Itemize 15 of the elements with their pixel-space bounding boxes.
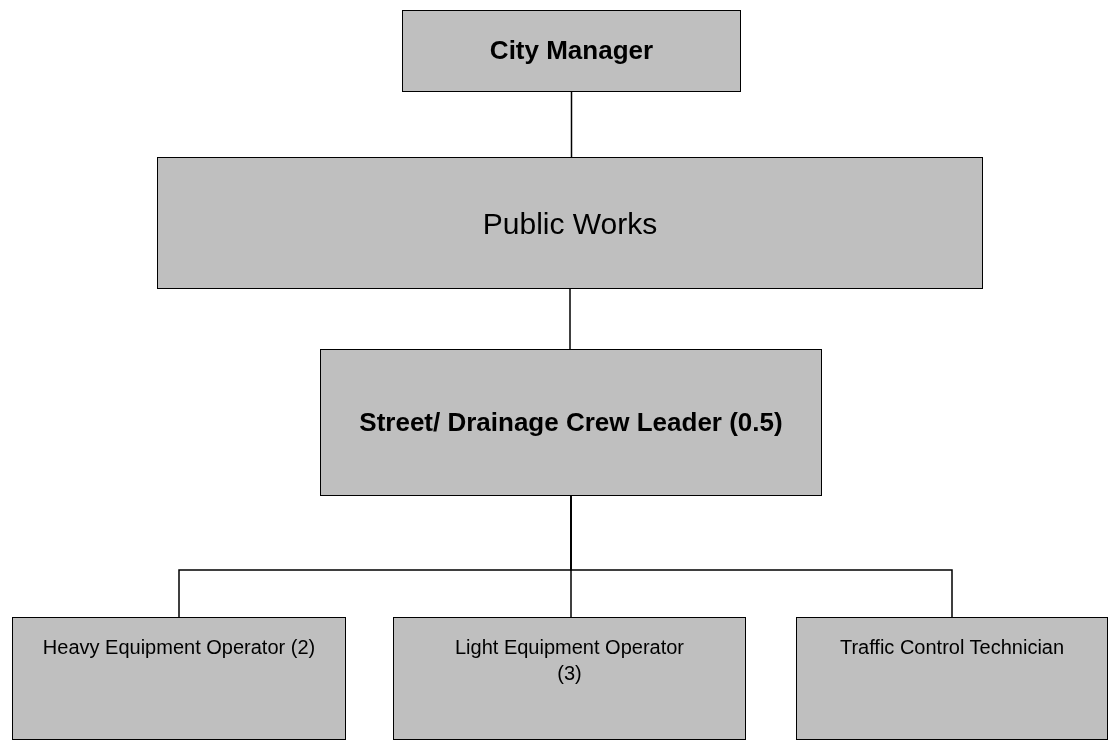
org-box bbox=[320, 349, 822, 496]
org-box bbox=[796, 617, 1108, 740]
position-title: Light Equipment Operator (3) bbox=[454, 635, 685, 686]
org-box bbox=[12, 617, 346, 740]
connector-line bbox=[569, 288, 571, 350]
connector-line bbox=[570, 495, 953, 618]
position-title: City Manager bbox=[489, 34, 654, 68]
position-title: Public Works bbox=[482, 205, 658, 242]
position-title: Heavy Equipment Operator (2) bbox=[42, 635, 316, 660]
position-title: Traffic Control Technician bbox=[839, 635, 1065, 660]
connector-line bbox=[570, 91, 573, 158]
org-box bbox=[402, 10, 741, 92]
org-box bbox=[393, 617, 746, 740]
position-title: Street/ Drainage Crew Leader (0.5) bbox=[359, 405, 783, 439]
org-box bbox=[157, 157, 983, 289]
